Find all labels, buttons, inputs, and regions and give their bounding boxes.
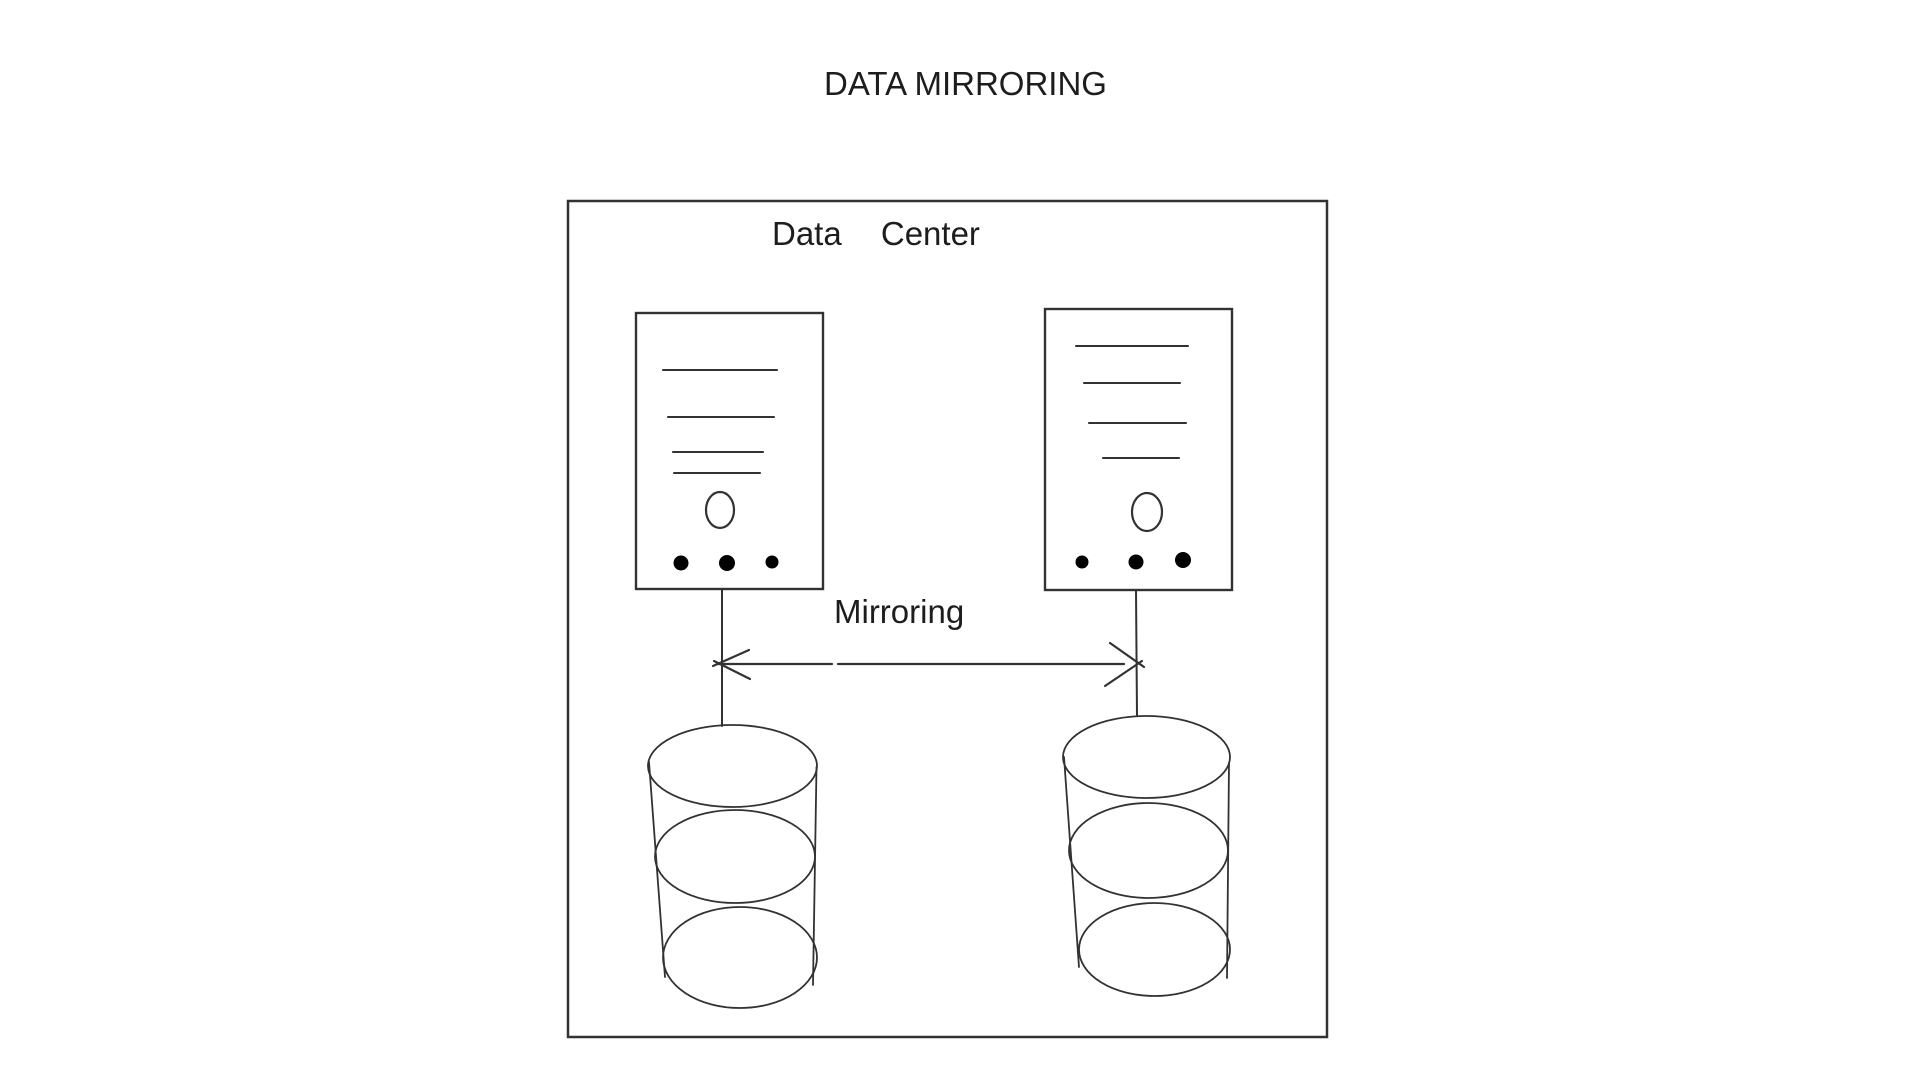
arrowhead-right-icon <box>1103 641 1146 688</box>
led-dot <box>1075 555 1089 569</box>
server-tower-right-icon <box>1043 307 1234 592</box>
disk-ellipse <box>1062 715 1231 799</box>
storage-cylinder-left-icon <box>647 724 818 1009</box>
led-dot <box>1128 554 1144 570</box>
disk-ellipse <box>654 809 816 904</box>
power-button-icon <box>704 490 736 530</box>
server-body <box>1043 307 1234 592</box>
led-dot <box>1175 552 1191 568</box>
cylinder-side <box>1063 756 1080 968</box>
cylinder-side <box>648 761 666 978</box>
data-center-label: Data Center <box>772 215 980 252</box>
mirroring-arrow <box>711 641 1146 688</box>
disk-ellipse <box>1068 802 1229 899</box>
arrowhead-left-icon <box>711 648 752 681</box>
led-dot <box>719 555 735 571</box>
storage-cylinder-right-icon <box>1062 715 1231 997</box>
server-tower-left-icon <box>634 311 825 591</box>
connector-right <box>1135 589 1138 717</box>
disk-ellipse <box>1078 902 1231 997</box>
power-button-icon <box>1130 491 1164 533</box>
disk-ellipse <box>662 906 818 1009</box>
cylinder-side <box>812 766 818 986</box>
mirroring-label: Mirroring <box>834 593 965 630</box>
data-center-box <box>566 199 1329 1039</box>
server-body <box>634 311 825 591</box>
diagram-title: DATA MIRRORING <box>824 65 1107 102</box>
led-dot <box>765 555 779 569</box>
cylinder-side <box>1226 762 1230 979</box>
disk-ellipse <box>647 724 818 808</box>
led-dot <box>673 555 689 571</box>
